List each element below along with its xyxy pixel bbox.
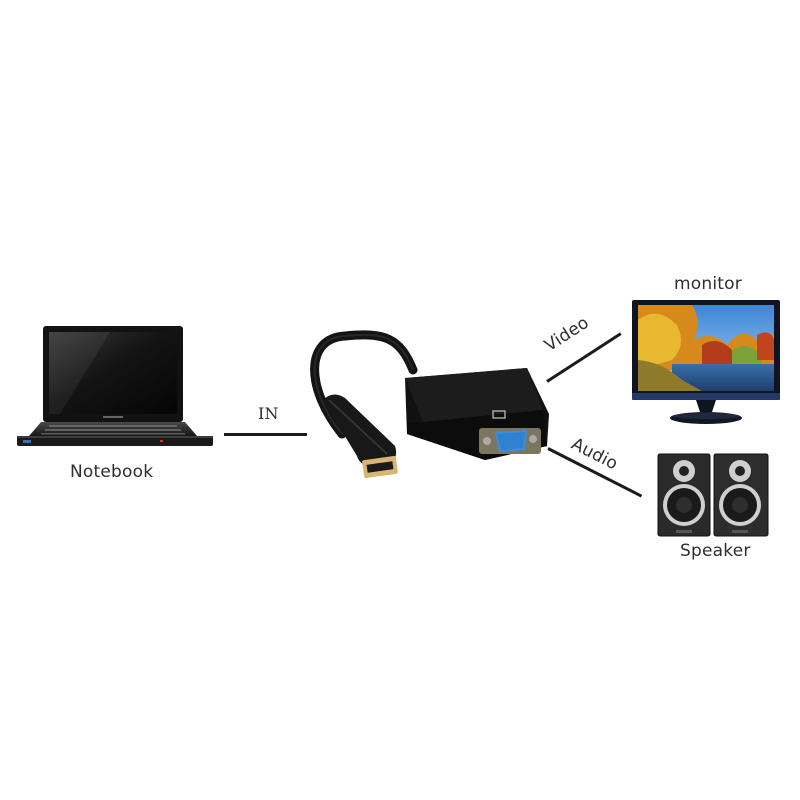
- speaker-device: [656, 452, 772, 538]
- monitor-port-glyph: [492, 410, 506, 419]
- monitor-icon: [632, 300, 780, 424]
- vga-port-icon: [479, 428, 541, 454]
- notebook-label: Notebook: [70, 462, 154, 482]
- adapter-box-icon: [405, 368, 549, 460]
- audio-line-label: Audio: [568, 434, 622, 475]
- speaker-label: Speaker: [680, 541, 751, 561]
- input-line-label: IN: [258, 404, 279, 423]
- hdmi-plug-icon: [323, 394, 398, 479]
- notebook-device: [15, 322, 215, 452]
- monitor-label: monitor: [674, 274, 742, 294]
- monitor-device: [632, 300, 782, 428]
- laptop-icon: [17, 326, 213, 446]
- speaker-icon: [657, 453, 769, 537]
- input-connection-line: [224, 433, 307, 436]
- hdmi-vga-adapter: [295, 318, 555, 488]
